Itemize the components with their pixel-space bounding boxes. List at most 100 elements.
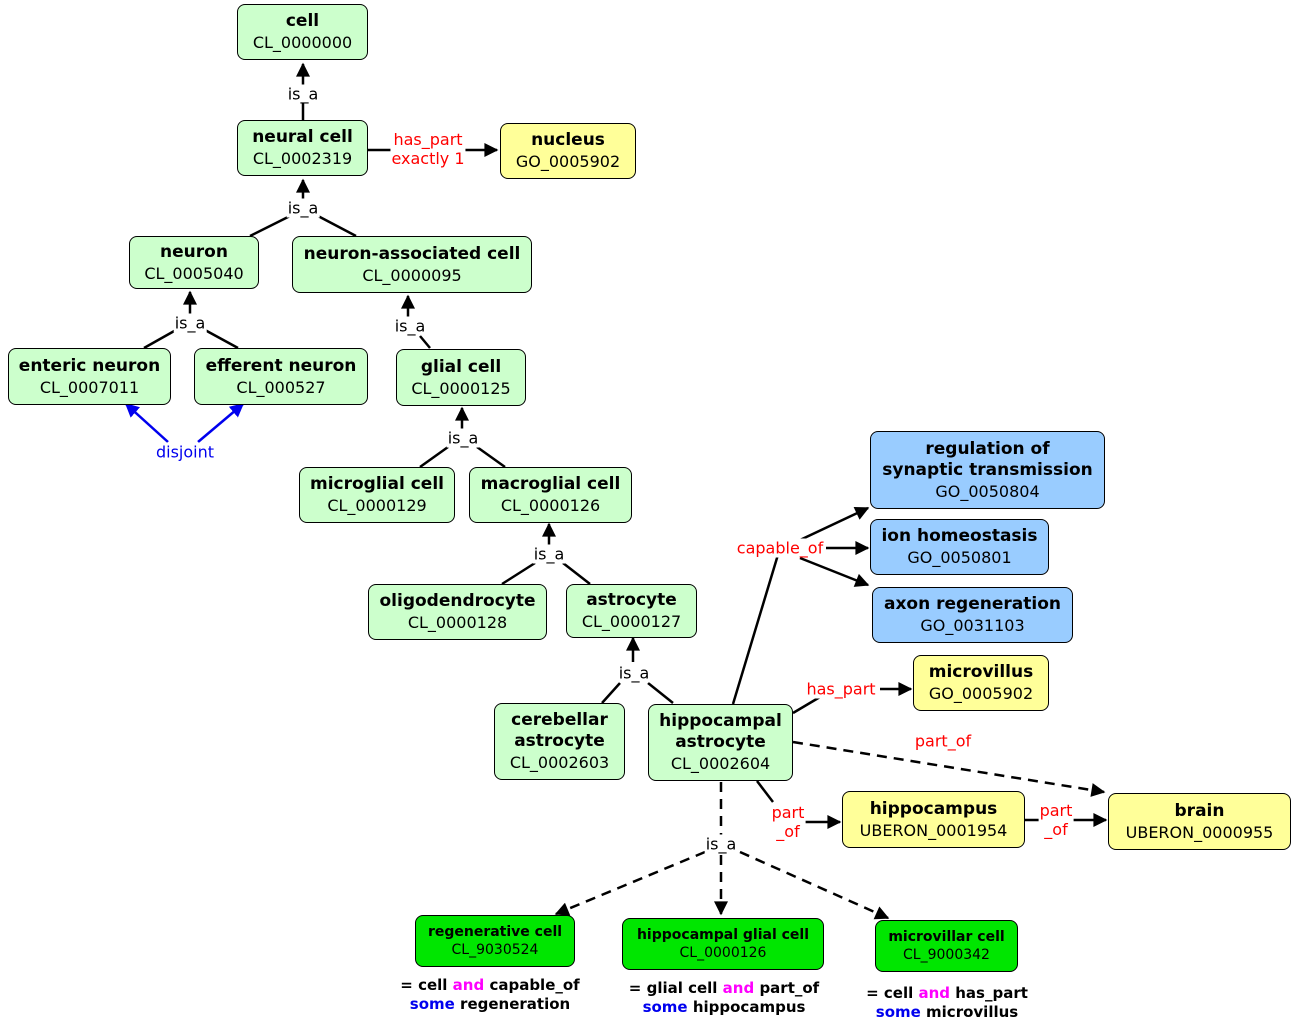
- edge-isa-microvillar: [739, 850, 890, 920]
- node-id: CL_0000128: [407, 613, 508, 632]
- node-glial-cell[interactable]: glial cell CL_0000125: [396, 349, 526, 406]
- definition-microvillar-cell: = cell and has_part some microvillus: [866, 984, 1028, 1021]
- node-astrocyte[interactable]: astrocyte CL_0000127: [566, 584, 697, 638]
- node-label: regulation of synaptic transmission: [882, 438, 1093, 480]
- node-id: CL_0000126: [679, 945, 767, 961]
- edge-cerebellar-merge: [601, 682, 621, 704]
- edge-enteric-merge: [143, 328, 177, 350]
- edge-macroglial-merge: [476, 445, 506, 469]
- node-label: glial cell: [420, 356, 502, 377]
- node-hippocampal-astrocyte[interactable]: hippocampal astrocyte CL_0002604: [648, 704, 793, 781]
- node-id: CL_0000095: [362, 265, 462, 285]
- node-label: microvillus: [928, 662, 1034, 682]
- edge-label-is-a: is_a: [393, 316, 427, 336]
- edge-part-of-stem: [756, 780, 774, 803]
- node-id: CL_0002604: [670, 754, 771, 773]
- node-label: axon regeneration: [884, 594, 1061, 614]
- node-id: CL_0000127: [581, 612, 682, 631]
- node-label: neuron: [160, 241, 228, 262]
- node-label: cell: [285, 11, 320, 31]
- node-neural-cell[interactable]: neural cell CL_0002319: [237, 120, 368, 176]
- node-id: GO_0031103: [920, 616, 1025, 635]
- node-label: neural cell: [252, 127, 353, 147]
- keyword-and: and: [918, 984, 951, 1002]
- node-label: cerebellar astrocyte: [511, 710, 608, 751]
- node-label: hippocampus: [869, 798, 998, 819]
- node-cerebellar-astrocyte[interactable]: cerebellar astrocyte CL_0002603: [494, 703, 625, 780]
- node-id: CL_0002319: [252, 149, 353, 168]
- node-efferent-neuron[interactable]: efferent neuron CL_000527: [194, 348, 368, 405]
- edge-label-part-of-split: part _of: [770, 803, 806, 841]
- edge-oligo-merge: [501, 561, 536, 586]
- node-ion-homeostasis[interactable]: ion homeostasis GO_0050801: [870, 519, 1049, 575]
- edge-label-is-a: is_a: [704, 834, 738, 854]
- node-id: CL_0007011: [39, 377, 140, 397]
- edge-capable-axon: [799, 556, 870, 587]
- node-brain[interactable]: brain UBERON_0000955: [1108, 793, 1291, 850]
- node-label: hippocampal astrocyte: [659, 711, 782, 752]
- keyword-and: and: [452, 976, 485, 994]
- node-id: GO_0050804: [935, 481, 1040, 501]
- edge-hippo-brain-dashed: [792, 740, 1106, 797]
- node-label: ion homeostasis: [881, 526, 1038, 546]
- edge-capable-of-stem: [731, 547, 782, 705]
- edge-label-part-of-split: part _of: [1038, 801, 1074, 839]
- edge-label-is-a: is_a: [617, 663, 651, 683]
- node-id: CL_9030524: [451, 942, 539, 958]
- node-id: GO_0005902: [515, 152, 621, 171]
- node-regenerative-cell[interactable]: regenerative cell CL_9030524: [415, 915, 575, 967]
- node-label: enteric neuron: [18, 355, 161, 376]
- definition-regenerative-cell: = cell and capable_of some regeneration: [400, 976, 580, 1013]
- node-hippocampal-glial-cell[interactable]: hippocampal glial cell CL_0000126: [622, 918, 824, 970]
- node-axon-regeneration[interactable]: axon regeneration GO_0031103: [872, 587, 1073, 643]
- node-regulation-synaptic-transmission[interactable]: regulation of synaptic transmission GO_0…: [870, 431, 1105, 509]
- node-label: macroglial cell: [480, 474, 621, 494]
- keyword-some: some: [875, 1003, 921, 1021]
- edge-label-part-of: part_of: [913, 731, 973, 751]
- node-id: GO_0005902: [928, 684, 1034, 703]
- edge-label-is-a: is_a: [286, 198, 320, 218]
- edge-has-part-stem: [792, 695, 821, 715]
- edge-astro-merge: [562, 562, 591, 585]
- node-microglial-cell[interactable]: microglial cell CL_0000129: [299, 467, 455, 523]
- edge-disjoint-enteric: [124, 403, 169, 443]
- keyword-some: some: [409, 995, 455, 1013]
- edge-disjoint-efferent: [197, 403, 245, 443]
- node-enteric-neuron[interactable]: enteric neuron CL_0007011: [8, 348, 171, 405]
- node-microvillar-cell[interactable]: microvillar cell CL_9000342: [875, 920, 1018, 972]
- node-microvillus[interactable]: microvillus GO_0005902: [913, 655, 1049, 711]
- keyword-and: and: [722, 979, 755, 997]
- node-id: CL_0005040: [144, 263, 244, 283]
- edge-microglial-merge: [419, 445, 449, 469]
- node-cell[interactable]: cell CL_0000000: [237, 4, 368, 60]
- node-macroglial-cell[interactable]: macroglial cell CL_0000126: [469, 467, 632, 523]
- edge-label-capable-of: capable_of: [735, 538, 825, 558]
- edge-neuron-merge: [249, 214, 291, 238]
- node-id: CL_9000342: [903, 947, 990, 963]
- keyword-some: some: [642, 998, 688, 1016]
- node-hippocampus[interactable]: hippocampus UBERON_0001954: [842, 791, 1025, 848]
- definition-hippocampal-glial-cell: = glial cell and part_of some hippocampu…: [628, 979, 820, 1016]
- node-label: microvillar cell: [888, 929, 1005, 945]
- edge-label-has-part: has_part: [805, 679, 877, 699]
- node-id: CL_0002603: [509, 753, 610, 772]
- edge-glial-merge: [419, 335, 431, 349]
- node-label: regenerative cell: [427, 924, 563, 940]
- edge-label-is-a: is_a: [532, 544, 566, 564]
- node-nucleus[interactable]: nucleus GO_0005902: [500, 123, 636, 179]
- node-neuron-associated-cell[interactable]: neuron-associated cell CL_0000095: [292, 236, 532, 293]
- node-neuron[interactable]: neuron CL_0005040: [129, 236, 259, 289]
- node-label: hippocampal glial cell: [636, 927, 810, 943]
- node-label: brain: [1174, 800, 1225, 821]
- node-id: CL_0000129: [327, 496, 427, 515]
- node-label: neuron-associated cell: [303, 243, 521, 264]
- node-label: nucleus: [531, 130, 605, 150]
- node-oligodendrocyte[interactable]: oligodendrocyte CL_0000128: [368, 584, 547, 640]
- node-id: GO_0050801: [907, 548, 1012, 567]
- edge-nac-merge: [317, 214, 357, 238]
- edge-efferent-merge: [204, 328, 239, 350]
- node-label: microglial cell: [310, 474, 444, 494]
- node-label: efferent neuron: [205, 355, 357, 376]
